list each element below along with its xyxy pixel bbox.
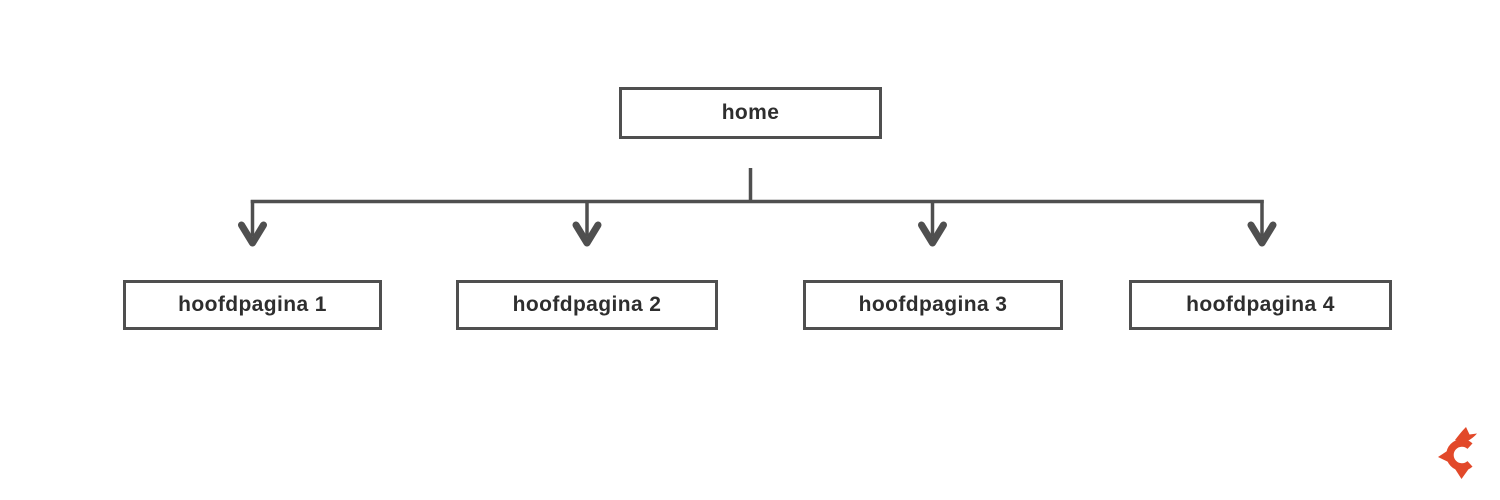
node-hoofdpagina-4: hoofdpagina 4: [1129, 280, 1392, 330]
node-hoofdpagina-3: hoofdpagina 3: [803, 280, 1063, 330]
arrow-down-icon: [918, 221, 947, 247]
logo-c-ring: [1446, 439, 1473, 471]
connector-rails: [250, 168, 1264, 236]
brand-logo-icon: [1438, 427, 1477, 479]
arrow-down-icon: [1247, 221, 1277, 247]
arrow-down-icon: [572, 221, 602, 247]
logo-star-spikes: [1438, 427, 1477, 479]
node-hoofdpagina-2: hoofdpagina 2: [456, 280, 718, 330]
node-home: home: [619, 87, 882, 139]
arrow-down-icon: [238, 221, 267, 247]
node-hoofdpagina-1: hoofdpagina 1: [123, 280, 382, 330]
arrowheads: [238, 221, 1277, 247]
